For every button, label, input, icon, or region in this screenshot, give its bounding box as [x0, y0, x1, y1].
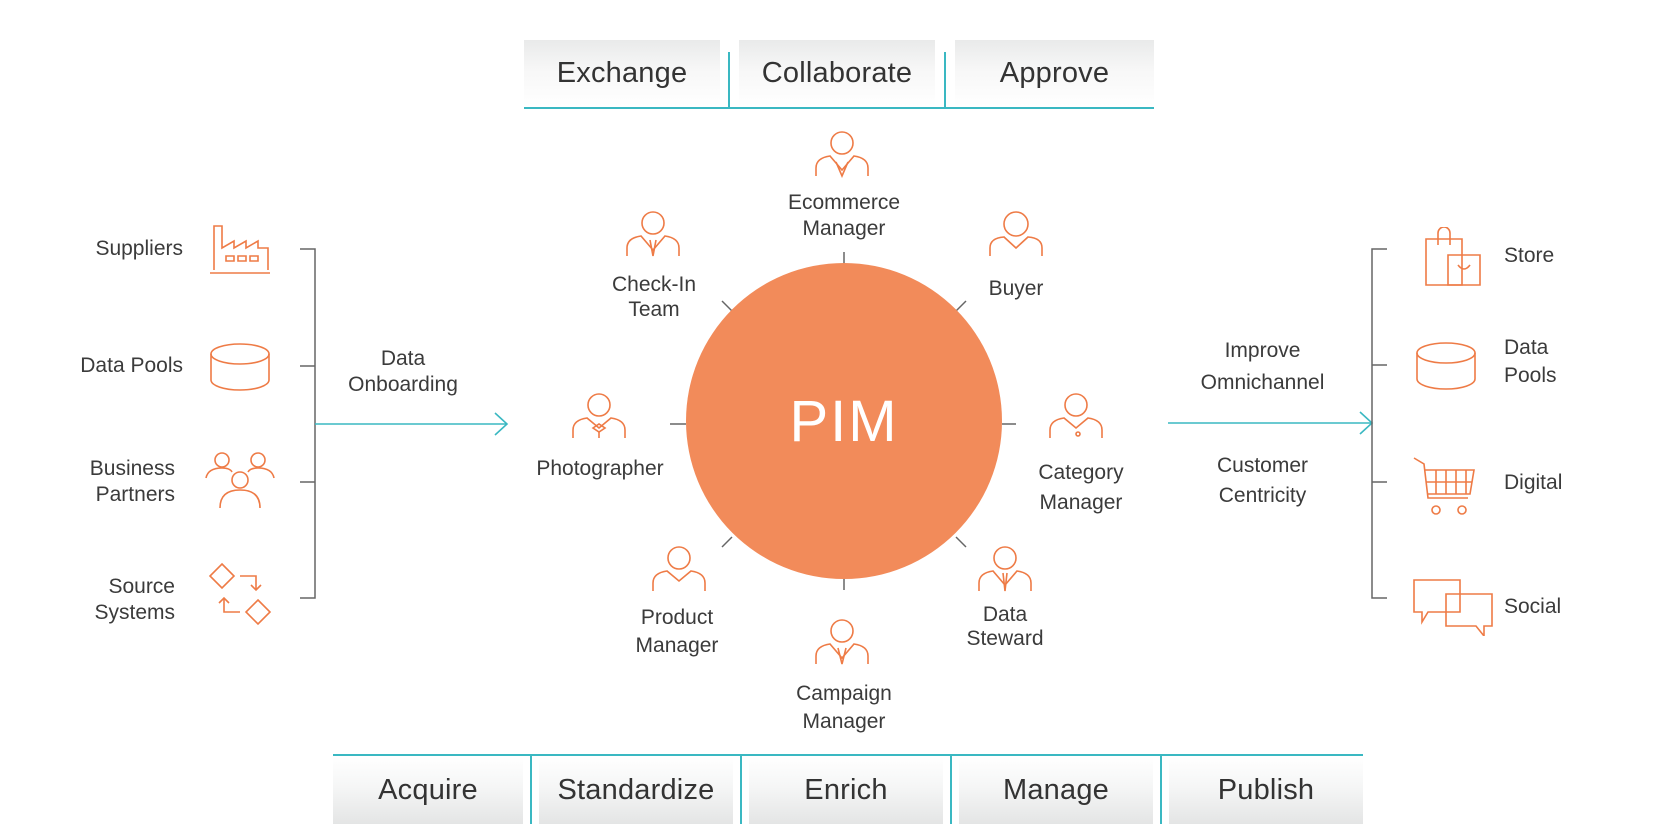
tab-approve[interactable]: Approve	[955, 40, 1154, 106]
source-label-data-pools: Data Pools	[80, 354, 183, 377]
ecommerce-manager-person-icon	[813, 130, 871, 178]
pim-label: PIM	[789, 388, 899, 454]
campaign-manager-person-icon	[813, 618, 871, 666]
source-label-suppliers: Suppliers	[95, 237, 183, 260]
sync-diamonds-icon	[206, 562, 274, 628]
tab-collaborate[interactable]: Collaborate	[739, 40, 935, 106]
tab-manage[interactable]: Manage	[959, 757, 1153, 824]
tab-exchange[interactable]: Exchange	[524, 40, 720, 106]
role-label-photographer: Photographer	[536, 457, 664, 480]
database-icon	[1414, 341, 1478, 393]
output-label-social: Social	[1504, 595, 1562, 618]
output-label-digital: Digital	[1504, 471, 1563, 494]
role-label-buyer: Buyer	[988, 277, 1044, 300]
check-in-team-person-icon	[624, 210, 682, 258]
people-network-icon	[204, 450, 276, 510]
category-manager-person-icon	[1047, 392, 1105, 440]
data-steward-person-icon	[976, 545, 1034, 593]
buyer-person-icon	[987, 210, 1045, 258]
tab-enrich[interactable]: Enrich	[749, 757, 943, 824]
database-icon	[208, 342, 272, 394]
pim-circle: PIM	[686, 263, 1002, 579]
photographer-person-icon	[570, 392, 628, 440]
product-manager-person-icon	[650, 545, 708, 593]
speech-bubbles-icon	[1412, 578, 1494, 636]
factory-icon	[208, 224, 272, 276]
tab-standardize[interactable]: Standardize	[539, 757, 733, 824]
tab-publish[interactable]: Publish	[1169, 757, 1363, 824]
shopping-cart-icon	[1412, 456, 1478, 518]
output-label-store: Store	[1504, 244, 1555, 267]
tab-acquire[interactable]: Acquire	[333, 757, 523, 824]
shopping-bags-icon	[1424, 227, 1482, 287]
